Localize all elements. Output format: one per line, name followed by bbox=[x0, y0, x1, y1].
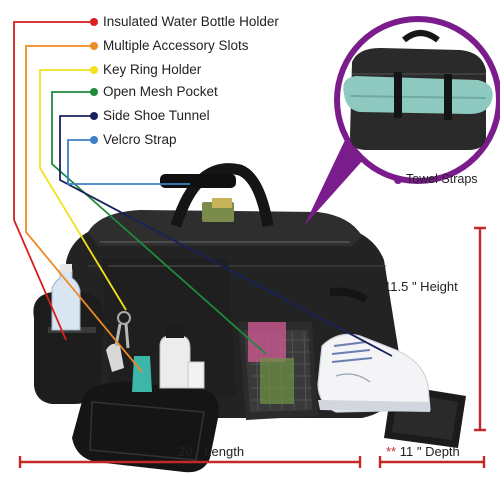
feature-label-shoe-tunnel: Side Shoe Tunnel bbox=[103, 108, 210, 123]
depth-asterisks: ** bbox=[386, 444, 397, 459]
depth-value: 11 " Depth bbox=[396, 444, 460, 459]
height-label: 11.5 " Height bbox=[384, 279, 458, 294]
velcro-strap bbox=[160, 174, 236, 188]
leader-lines bbox=[13, 21, 393, 373]
circle-bullet-icon bbox=[90, 136, 98, 144]
length-label: 20 " Length bbox=[178, 444, 245, 459]
depth-label: ** 11 " Depth bbox=[386, 444, 460, 459]
feature-label-mesh-pocket: Open Mesh Pocket bbox=[103, 84, 218, 99]
feature-label-accessory-slots: Multiple Accessory Slots bbox=[103, 38, 249, 53]
dimension-markers bbox=[18, 226, 486, 468]
circle-bullet-icon bbox=[90, 18, 98, 26]
circle-bullet-icon bbox=[90, 88, 98, 96]
circle-bullet-icon bbox=[90, 42, 98, 50]
circle-bullet-icon bbox=[90, 66, 98, 74]
towel-straps-label: Towel Straps bbox=[406, 172, 478, 186]
feature-label-bottle-holder: Insulated Water Bottle Holder bbox=[103, 14, 279, 29]
circle-bullet-icon bbox=[90, 112, 98, 120]
feature-label-velcro-strap: Velcro Strap bbox=[103, 132, 177, 147]
towel-inset-illustration bbox=[304, 16, 500, 226]
duffel-bag-illustration bbox=[33, 163, 466, 473]
feature-label-key-ring: Key Ring Holder bbox=[103, 62, 202, 77]
